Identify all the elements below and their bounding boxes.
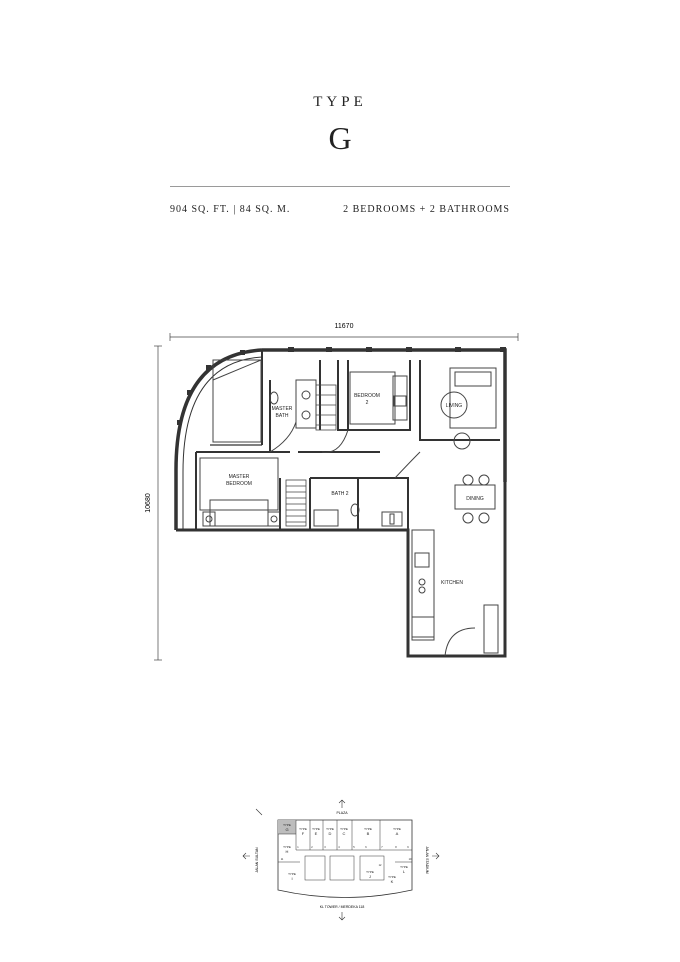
kp-num-9: 9 bbox=[407, 846, 409, 849]
kp-unit-i-type: TYPE bbox=[288, 872, 296, 876]
kp-num-7: 7 bbox=[381, 846, 383, 849]
bedroom2-furniture bbox=[321, 371, 408, 453]
kp-unit-l-type: TYPE bbox=[400, 865, 408, 869]
keyplan-highlight-g bbox=[278, 820, 296, 834]
kp-unit-b-letter: B bbox=[367, 831, 370, 836]
room-label-master-bedroom-2: BEDROOM bbox=[226, 481, 252, 487]
room-label-kitchen: KITCHEN bbox=[441, 580, 463, 586]
kp-num-6: 6 bbox=[365, 846, 367, 849]
kp-num-3: 3 bbox=[324, 846, 326, 849]
keyplan-bottom-label: KL TOWER / MERDEKA 118 bbox=[320, 905, 365, 909]
kp-unit-a-type: TYPE bbox=[393, 827, 401, 831]
kp-num-11: 11 bbox=[281, 858, 284, 861]
room-label-bedroom2-2: 2 bbox=[366, 400, 369, 406]
kp-unit-d-letter: D bbox=[329, 831, 332, 836]
height-dimension: 10680 bbox=[145, 493, 152, 513]
divider-line bbox=[170, 186, 510, 187]
kp-unit-k-type: TYPE bbox=[388, 875, 396, 879]
kp-unit-h-type: TYPE bbox=[283, 845, 291, 849]
kp-unit-c-type: TYPE bbox=[340, 827, 348, 831]
type-letter: G bbox=[328, 120, 352, 156]
kp-num-10: 10 bbox=[409, 858, 412, 861]
keyplan-outline bbox=[277, 819, 413, 898]
kp-unit-h-letter: H bbox=[286, 849, 289, 854]
room-label-dining: DINING bbox=[466, 496, 484, 502]
kp-unit-c-letter: C bbox=[343, 831, 346, 836]
keyplan-top-label: PLAZA bbox=[336, 811, 348, 815]
kp-unit-g-letter: G bbox=[285, 827, 288, 832]
kitchen-counters bbox=[411, 529, 499, 657]
kp-num-12: 12 bbox=[379, 864, 382, 867]
kp-num-8: 8 bbox=[395, 846, 397, 849]
kp-num-1: 1 bbox=[297, 846, 299, 849]
wardrobe bbox=[285, 384, 337, 527]
kp-unit-f-letter: F bbox=[302, 831, 305, 836]
area-text: 904 SQ. FT. | 84 SQ. M. bbox=[170, 204, 291, 215]
kp-unit-k-letter: K bbox=[391, 879, 394, 884]
kp-unit-a-letter: A bbox=[396, 831, 399, 836]
room-label-bedroom2-1: BEDROOM bbox=[354, 393, 380, 399]
kp-unit-e-letter: E bbox=[315, 831, 318, 836]
keyplan-right-label: JALAN STADIUM bbox=[425, 846, 429, 873]
room-label-living: LIVING bbox=[446, 403, 463, 409]
kp-unit-b-type: TYPE bbox=[364, 827, 372, 831]
master-bedroom-furniture bbox=[199, 359, 281, 527]
living-furniture bbox=[440, 367, 497, 450]
kp-unit-l-letter: L bbox=[403, 869, 406, 874]
kp-unit-j-type: TYPE bbox=[366, 870, 374, 874]
bath2-fixtures bbox=[313, 503, 403, 527]
dimension-lines bbox=[154, 333, 519, 661]
window-marks bbox=[177, 347, 506, 425]
room-label-bath2: BATH 2 bbox=[331, 491, 348, 497]
master-bath-fixtures bbox=[269, 379, 317, 453]
north-arrows bbox=[242, 799, 440, 921]
kp-unit-g-type: TYPE bbox=[283, 823, 291, 827]
rooms-text: 2 BEDROOMS + 2 BATHROOMS bbox=[343, 204, 510, 215]
keyplan-left-label: JALAN SULTAN bbox=[255, 847, 259, 873]
kp-unit-f-type: TYPE bbox=[299, 827, 307, 831]
kp-num-5: 5 bbox=[353, 846, 355, 849]
width-dimension: 11670 bbox=[335, 323, 354, 330]
room-label-master-bath-1: MASTER bbox=[272, 406, 293, 412]
room-label-master-bath-2: BATH bbox=[276, 413, 289, 419]
kp-unit-e-type: TYPE bbox=[312, 827, 320, 831]
room-label-master-bedroom-1: MASTER bbox=[229, 474, 250, 480]
kp-num-4: 4 bbox=[338, 846, 340, 849]
keyplan-grid bbox=[278, 820, 412, 881]
kp-unit-i-letter: I bbox=[291, 876, 292, 881]
kp-unit-d-type: TYPE bbox=[326, 827, 334, 831]
kp-num-2: 2 bbox=[311, 846, 313, 849]
kp-unit-j-letter: J bbox=[369, 874, 371, 879]
type-heading: TYPE bbox=[313, 94, 367, 110]
dining-furniture bbox=[394, 451, 496, 524]
